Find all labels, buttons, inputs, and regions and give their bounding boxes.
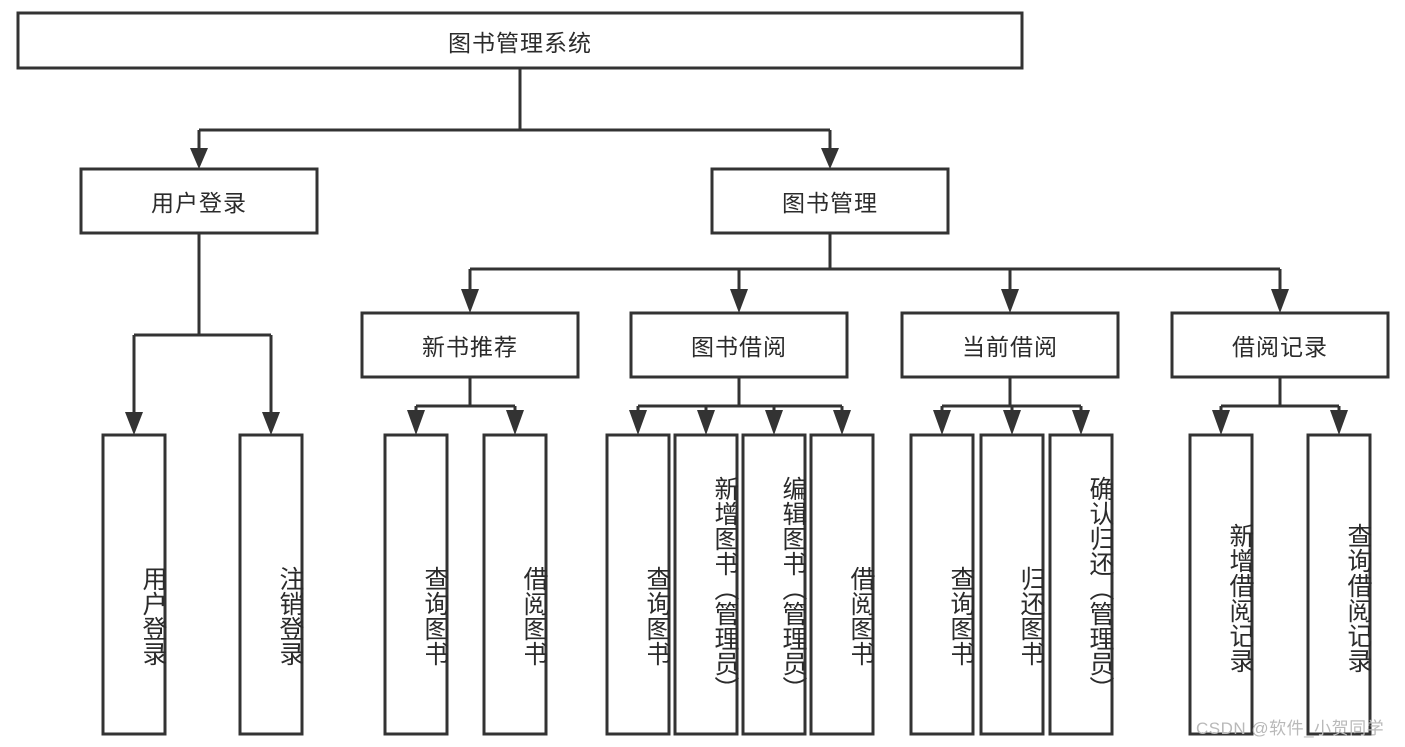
csdn-watermark: CSDN @软件_小贺同学: [1196, 719, 1385, 738]
leaf-logout[interactable]: [238, 433, 304, 736]
arrowhead-leaf-logout: [262, 412, 280, 435]
node-book-borrow[interactable]: [629, 311, 849, 379]
arrowhead-user-login: [190, 148, 208, 169]
leaf-user-login[interactable]: [101, 433, 167, 736]
arrowhead-book-borrow: [730, 289, 748, 313]
arrowhead-cb-return-book: [1003, 410, 1021, 435]
arrowhead-bb-query-book: [629, 410, 647, 435]
arrowhead-br-query-record: [1330, 410, 1348, 435]
node-book-management[interactable]: [710, 167, 950, 235]
leaf-borrow-book-nbr[interactable]: [482, 433, 548, 736]
arrowhead-new-book-recommend: [461, 289, 479, 313]
arrowhead-cb-query-book: [933, 410, 951, 435]
leaf-confirm-return-admin[interactable]: [1048, 433, 1114, 736]
leaf-edit-book-admin[interactable]: [741, 433, 807, 736]
arrowhead-br-add-record: [1212, 410, 1230, 435]
arrowhead-current-borrow: [1001, 289, 1019, 313]
leaf-query-book-bb[interactable]: [605, 433, 671, 736]
leaf-return-book[interactable]: [979, 433, 1045, 736]
node-borrow-record[interactable]: [1170, 311, 1390, 379]
arrowhead-bb-add-book: [697, 410, 715, 435]
arrowhead-cb-confirm-return: [1072, 410, 1090, 435]
leaf-query-book-cb[interactable]: [909, 433, 975, 736]
arrowhead-nbr-query-book: [407, 410, 425, 435]
leaf-add-book-admin[interactable]: [673, 433, 739, 736]
leaf-borrow-book-bb[interactable]: [809, 433, 875, 736]
arrowhead-bb-borrow-book: [833, 410, 851, 435]
node-root-book-management-system[interactable]: [16, 11, 1024, 70]
arrowhead-borrow-record: [1271, 289, 1289, 313]
leaf-add-borrow-record[interactable]: [1188, 433, 1254, 736]
arrowhead-bb-edit-book: [765, 410, 783, 435]
leaf-query-borrow-record[interactable]: [1306, 433, 1372, 736]
node-new-book-recommend[interactable]: [360, 311, 580, 379]
arrowhead-nbr-borrow-book: [506, 410, 524, 435]
node-current-borrow[interactable]: [900, 311, 1120, 379]
arrowhead-leaf-user-login: [125, 412, 143, 435]
node-user-login[interactable]: [79, 167, 319, 235]
leaf-query-book-nbr[interactable]: [383, 433, 449, 736]
arrowhead-book-manage: [821, 148, 839, 169]
